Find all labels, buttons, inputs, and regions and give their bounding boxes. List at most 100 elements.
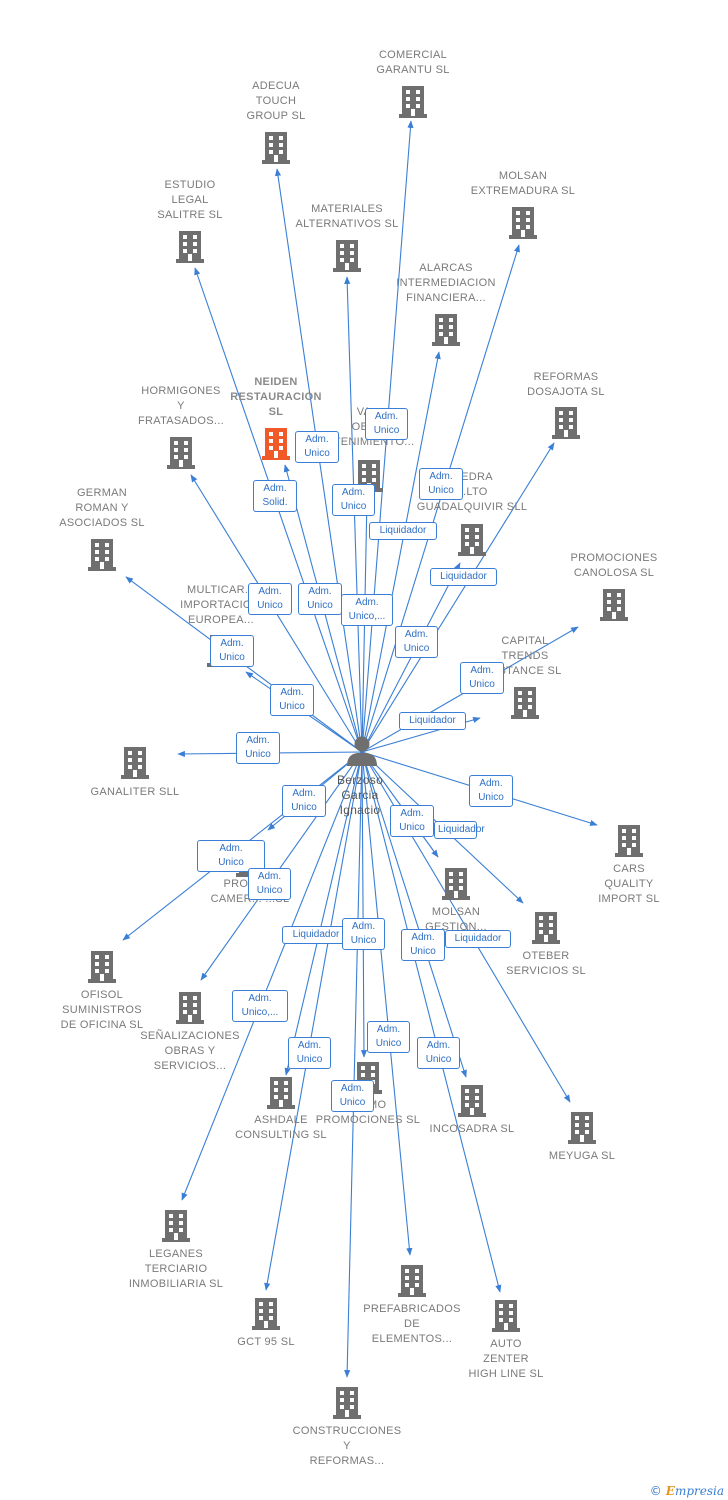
role-label[interactable]: Liquidador bbox=[430, 568, 497, 586]
company-label-line: PROMOCIONES bbox=[570, 552, 658, 564]
role-label[interactable]: Adm.Unico bbox=[295, 431, 339, 463]
role-label[interactable]: Adm.Unico bbox=[365, 408, 408, 440]
role-label[interactable]: Adm.Unico bbox=[460, 662, 504, 694]
role-label[interactable]: Adm.Unico bbox=[395, 626, 438, 658]
building-icon[interactable] bbox=[398, 1265, 426, 1297]
role-label-line: Liquidador bbox=[292, 929, 340, 940]
role-label[interactable]: Adm.Unico bbox=[282, 785, 326, 817]
building-icon[interactable] bbox=[262, 132, 290, 164]
role-label[interactable]: Adm.Unico bbox=[417, 1037, 460, 1069]
building-icon[interactable] bbox=[509, 207, 537, 239]
building-icon[interactable] bbox=[532, 912, 560, 944]
building-icon[interactable] bbox=[333, 240, 361, 272]
role-label[interactable]: Adm.Unico bbox=[298, 583, 342, 615]
building-icon[interactable] bbox=[162, 1210, 190, 1242]
role-label-line: Adm. bbox=[220, 638, 244, 649]
person-icon[interactable] bbox=[347, 736, 377, 767]
role-label[interactable]: Adm.Unico bbox=[248, 583, 292, 615]
building-icon[interactable] bbox=[458, 524, 486, 556]
building-icon[interactable] bbox=[552, 407, 580, 439]
role-label-line: Unico bbox=[350, 935, 377, 946]
role-label[interactable]: Liquidador bbox=[282, 926, 350, 944]
highlighted-building-icon[interactable] bbox=[262, 428, 290, 460]
building-icon[interactable] bbox=[176, 992, 204, 1024]
brand-initial: E bbox=[665, 1484, 675, 1498]
role-label[interactable]: Adm.Unico bbox=[390, 805, 434, 837]
building-icon[interactable] bbox=[333, 1387, 361, 1419]
building-icon[interactable] bbox=[167, 437, 195, 469]
company-label-line: GARANTU SL bbox=[376, 64, 450, 76]
company-label-line: SUMINISTROS bbox=[62, 1004, 142, 1016]
company-label-line: REFORMAS... bbox=[309, 1455, 385, 1467]
building-icon[interactable] bbox=[252, 1298, 280, 1330]
role-label[interactable]: Liquidador bbox=[399, 712, 466, 730]
building-icon[interactable] bbox=[88, 539, 116, 571]
company-label-line: COMERCIAL bbox=[378, 49, 448, 61]
role-label[interactable]: Adm.Unico bbox=[248, 868, 291, 900]
role-label[interactable]: Adm.Unico bbox=[270, 684, 314, 716]
company-label[interactable]: GANALITER SLL bbox=[60, 785, 210, 800]
role-label[interactable]: Adm.Unico bbox=[236, 732, 280, 764]
company-label-line: OBRAS Y bbox=[164, 1045, 216, 1057]
building-icon[interactable] bbox=[458, 1085, 486, 1117]
role-label[interactable]: Adm.Unico bbox=[331, 1080, 374, 1112]
building-icon[interactable] bbox=[176, 231, 204, 263]
building-icon[interactable] bbox=[399, 86, 427, 118]
role-label[interactable]: Liquidador bbox=[369, 522, 437, 540]
role-label[interactable]: Adm.Unico bbox=[288, 1037, 331, 1069]
role-label[interactable]: Adm.Unico,... bbox=[232, 990, 288, 1022]
building-icon[interactable] bbox=[492, 1300, 520, 1332]
role-label-line: Unico bbox=[245, 749, 271, 760]
role-label[interactable]: Adm.Unico bbox=[367, 1021, 410, 1053]
role-label[interactable]: Adm.Unico bbox=[401, 929, 445, 961]
role-label[interactable]: Adm.Solid. bbox=[253, 480, 297, 512]
role-label[interactable]: Adm.Unico bbox=[342, 918, 385, 950]
building-icon[interactable] bbox=[442, 868, 470, 900]
company-label[interactable]: COMERCIAL GARANTU SL bbox=[338, 48, 488, 78]
building-icon[interactable] bbox=[267, 1077, 295, 1109]
company-label-line: GERMAN bbox=[76, 487, 128, 499]
building-icon[interactable] bbox=[121, 747, 149, 779]
building-icon[interactable] bbox=[615, 825, 643, 857]
role-label[interactable]: Adm.Unico bbox=[419, 468, 463, 500]
role-label[interactable]: Adm.Unico,... bbox=[341, 594, 393, 626]
role-label[interactable]: Adm.Unico bbox=[210, 635, 254, 667]
role-label[interactable]: Liquidador bbox=[434, 821, 485, 839]
footer-credit[interactable]: ©Empresia bbox=[650, 1484, 724, 1498]
role-label[interactable]: Liquidador bbox=[445, 930, 511, 948]
building-icon[interactable] bbox=[511, 687, 539, 719]
company-label-line: MOLSAN bbox=[498, 170, 548, 182]
company-label[interactable]: MEYUGA SL bbox=[507, 1149, 657, 1164]
building-icon[interactable] bbox=[88, 951, 116, 983]
building-icon[interactable] bbox=[432, 314, 460, 346]
role-label[interactable]: Adm.Unico bbox=[197, 840, 265, 872]
company-label[interactable]: INCOSADRA SL bbox=[397, 1122, 547, 1137]
role-label[interactable]: Adm.Unico bbox=[332, 484, 375, 516]
role-label[interactable]: Adm.Unico bbox=[469, 775, 513, 807]
building-icon[interactable] bbox=[600, 589, 628, 621]
person-label[interactable]: Berzoso Garcia Ignacio bbox=[320, 773, 400, 818]
company-label[interactable]: GCT 95 SL bbox=[191, 1335, 341, 1350]
building-icon[interactable] bbox=[568, 1112, 596, 1144]
company-label[interactable]: MULTICAR...IMPORTACIO...EUROPEA... bbox=[146, 583, 296, 628]
